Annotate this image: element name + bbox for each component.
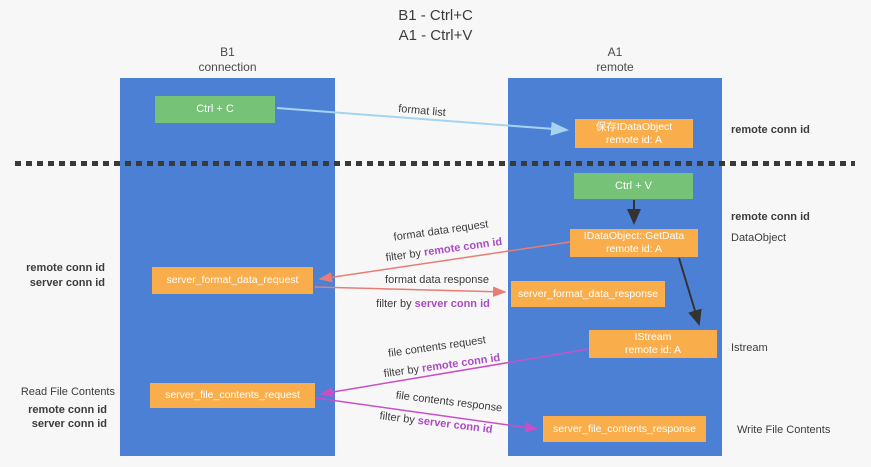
server-format-data-request-label: server_format_data_request bbox=[166, 274, 299, 286]
istream-line2: remote id: A bbox=[624, 344, 682, 356]
format-data-response-label: format data response bbox=[385, 274, 489, 286]
filter-by-text: filter by bbox=[383, 362, 423, 381]
server-file-contents-response-box: server_file_contents_response bbox=[543, 416, 706, 442]
title-line-1: B1 - Ctrl+C bbox=[398, 7, 473, 24]
save-idataobject-box: 保存IDataObject remote id: A bbox=[575, 119, 693, 148]
idataobject-getdata-box: IDataObject::GetData remote id: A bbox=[570, 229, 698, 257]
file-contents-response-text: file contents response bbox=[395, 389, 503, 415]
server-format-data-response-box: server_format_data_response bbox=[511, 281, 665, 307]
server-file-contents-request-label: server_file_contents_request bbox=[165, 389, 300, 401]
istream-box: IStream remote id: A bbox=[589, 330, 717, 358]
dataobject-annotation: DataObject bbox=[731, 232, 787, 244]
format-list-label: format list bbox=[398, 103, 447, 119]
server-conn-id-text: server conn id bbox=[417, 414, 494, 436]
filter-by-server-conn-id-label-1: filter by server conn id bbox=[376, 298, 490, 310]
remote-conn-id-annotation-left-bottom: remote conn id bbox=[28, 404, 107, 416]
filter-by-text: filter by bbox=[385, 246, 425, 265]
server-conn-id-text: server conn id bbox=[414, 298, 490, 310]
remote-conn-id-text: remote conn id bbox=[421, 351, 501, 375]
server-format-data-response-label: server_format_data_response bbox=[517, 287, 659, 300]
read-file-contents-annotation: Read File Contents bbox=[20, 386, 115, 398]
istream-line1: IStream bbox=[634, 331, 672, 343]
remote-conn-id-annotation-top: remote conn id bbox=[731, 124, 810, 136]
remote-conn-id-text: remote conn id bbox=[423, 235, 503, 259]
right-column-role: remote bbox=[596, 60, 634, 74]
filter-by-text: filter by bbox=[378, 410, 419, 427]
left-column-header: B1 connection bbox=[120, 45, 335, 75]
right-column-name: A1 bbox=[607, 45, 623, 59]
server-file-contents-response-label: server_file_contents_response bbox=[552, 422, 696, 435]
right-column-header: A1 remote bbox=[508, 45, 722, 75]
left-column-name: B1 bbox=[220, 45, 235, 59]
server-conn-id-annotation-left-top: server conn id bbox=[29, 277, 105, 289]
format-list-text: format list bbox=[397, 102, 447, 120]
save-idataobject-line2: remote id: A bbox=[605, 133, 663, 146]
left-column-role: connection bbox=[198, 60, 257, 74]
title-line-2: A1 - Ctrl+V bbox=[398, 27, 473, 44]
diagram-title: B1 - Ctrl+C A1 - Ctrl+V bbox=[0, 6, 871, 46]
server-file-contents-request-box: server_file_contents_request bbox=[150, 383, 315, 408]
file-contents-response-label: file contents response bbox=[395, 390, 503, 415]
ctrl-c-box: Ctrl + C bbox=[155, 96, 275, 123]
ctrl-v-box: Ctrl + V bbox=[574, 173, 693, 199]
session-separator-line bbox=[15, 161, 855, 166]
getdata-line2: remote id: A bbox=[605, 243, 663, 255]
istream-annotation: Istream bbox=[731, 342, 768, 354]
server-format-data-request-box: server_format_data_request bbox=[152, 267, 313, 294]
filter-by-text: filter by bbox=[376, 298, 415, 310]
remote-conn-id-annotation-mid: remote conn id bbox=[731, 211, 810, 223]
ctrl-c-label: Ctrl + C bbox=[196, 103, 234, 115]
ctrl-v-label: Ctrl + V bbox=[615, 179, 652, 192]
remote-conn-id-annotation-left-top: remote conn id bbox=[26, 262, 105, 274]
server-conn-id-annotation-left-bottom: server conn id bbox=[31, 418, 107, 430]
format-data-response-text: format data response bbox=[385, 274, 489, 286]
write-file-contents-annotation: Write File Contents bbox=[737, 424, 831, 436]
save-idataobject-line1: 保存IDataObject bbox=[595, 120, 673, 133]
format-data-response-arrow bbox=[314, 286, 507, 297]
filter-by-server-conn-id-label-2: filter by server conn id bbox=[379, 410, 493, 436]
getdata-line1: IDataObject::GetData bbox=[583, 230, 685, 242]
